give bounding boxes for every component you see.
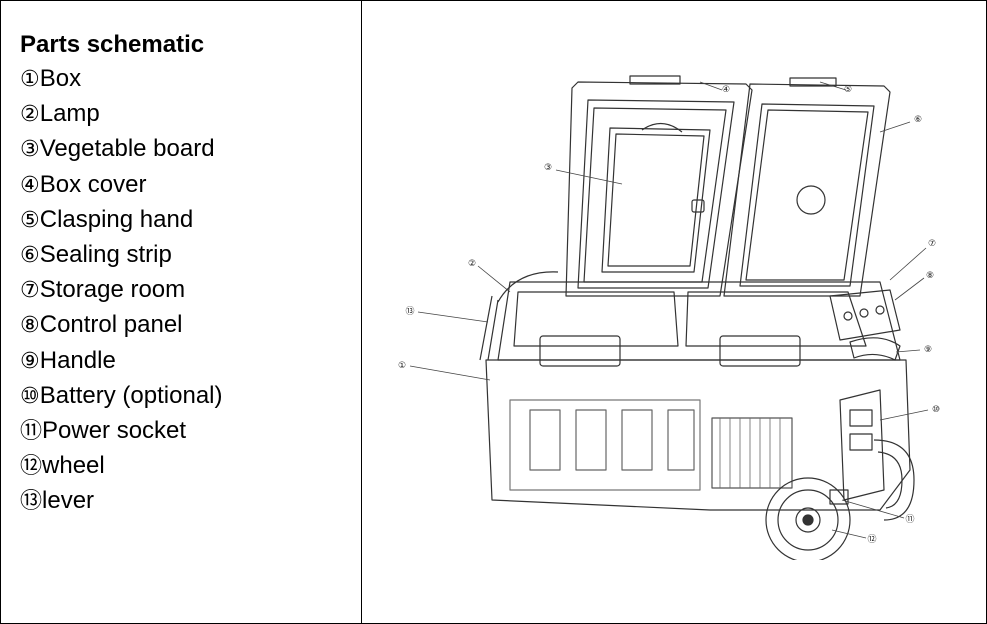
callout-12: ⑫ (867, 534, 876, 545)
legend-item-number: ⑫ (20, 454, 43, 480)
callout-1: ① (398, 361, 406, 371)
lamp (497, 271, 559, 303)
right-handle-clip (719, 335, 801, 367)
legend-item: ⑫wheel (20, 449, 350, 484)
legend-item-label: lever (42, 487, 95, 515)
legend-item-number: ⑤ (20, 207, 40, 233)
legend-item-number: ⑪ (20, 419, 43, 445)
legend-item-label: Power socket (42, 417, 187, 445)
legend-list: ①Box ②Lamp ③Vegetable board ④Box cover ⑤… (20, 62, 350, 520)
legend-item-number: ④ (20, 172, 40, 198)
legend-item: ⑥Sealing strip (20, 238, 350, 273)
side-handle (849, 337, 901, 361)
legend-item-label: Storage room (39, 276, 186, 304)
legend-item-number: ② (20, 102, 40, 128)
column-divider (361, 0, 362, 624)
legend-item-number: ⑧ (20, 313, 40, 339)
callout-2: ② (468, 259, 476, 269)
battery-module (839, 389, 885, 501)
legend-item-number: ⑥ (20, 243, 40, 269)
legend-item: ⑩Battery (optional) (20, 379, 350, 414)
legend-item-label: Sealing strip (39, 241, 172, 269)
legend-item-label: Box (39, 65, 82, 92)
wheel-rear (873, 439, 915, 521)
callout-11: ⑪ (905, 514, 914, 525)
clasp (789, 77, 837, 87)
callout-7: ⑦ (928, 239, 936, 249)
legend-title: Parts schematic (20, 31, 205, 58)
legend-item-number: ⑩ (20, 383, 40, 409)
callout-8: ⑧ (926, 271, 934, 281)
legend-item: ⑤Clasping hand (20, 203, 350, 238)
callout-6: ⑥ (914, 115, 922, 125)
callout-4: ④ (722, 85, 730, 95)
legend-item: ⑪Power socket (20, 414, 350, 449)
legend-item-number: ⑬ (20, 489, 43, 515)
legend-item-label: Battery (optional) (39, 381, 223, 409)
legend-item-number: ⑨ (20, 348, 40, 374)
legend-item: ⑦Storage room (20, 273, 350, 308)
legend-item: ⑨Handle (20, 344, 350, 379)
legend-item-label: Control panel (39, 311, 183, 339)
legend-item: ②Lamp (20, 97, 350, 132)
power-socket (829, 489, 849, 505)
cooler-schematic-drawing: ④ ⑤ ⑥ ③ ② ⑦ ⑧ ⑬ ⑨ ① ⑩ ⑪ ⑫ (398, 75, 940, 560)
lid-vent (796, 185, 826, 215)
legend-item-label: Clasping hand (39, 205, 194, 233)
vent-grille (711, 417, 793, 489)
legend-item: ④Box cover (20, 168, 350, 203)
legend-item-label: wheel (42, 452, 105, 480)
callout-5: ⑤ (844, 85, 852, 95)
left-handle-clip (539, 335, 621, 367)
legend-item-label: Handle (39, 346, 116, 374)
sealing-strip (745, 109, 869, 281)
lever (479, 295, 499, 361)
callout-10: ⑩ (932, 405, 940, 415)
legend-item: ⑧Control panel (20, 308, 350, 343)
box-cover-hinge (629, 75, 681, 85)
legend-item-label: Box cover (39, 170, 147, 198)
callout-9: ⑨ (924, 345, 932, 355)
wheel-front (765, 477, 851, 560)
legend-item-label: Vegetable board (39, 135, 215, 163)
legend-item-number: ⑦ (20, 278, 40, 304)
control-panel (829, 289, 901, 341)
legend-item: ①Box (20, 62, 350, 97)
box-body (485, 359, 911, 511)
legend-item-number: ③ (20, 137, 40, 163)
vegetable-board (601, 127, 711, 273)
legend-item: ③Vegetable board (20, 132, 350, 167)
parts-legend: Parts schematic ①Box ②Lamp ③Vegetable bo… (20, 28, 350, 520)
legend-item-label: Lamp (39, 100, 100, 128)
callout-13: ⑬ (405, 306, 414, 317)
callout-3: ③ (544, 163, 552, 173)
legend-item-number: ① (20, 67, 40, 92)
right-lid (723, 83, 891, 297)
legend-item: ⑬lever (20, 484, 350, 519)
left-lid (565, 81, 753, 297)
